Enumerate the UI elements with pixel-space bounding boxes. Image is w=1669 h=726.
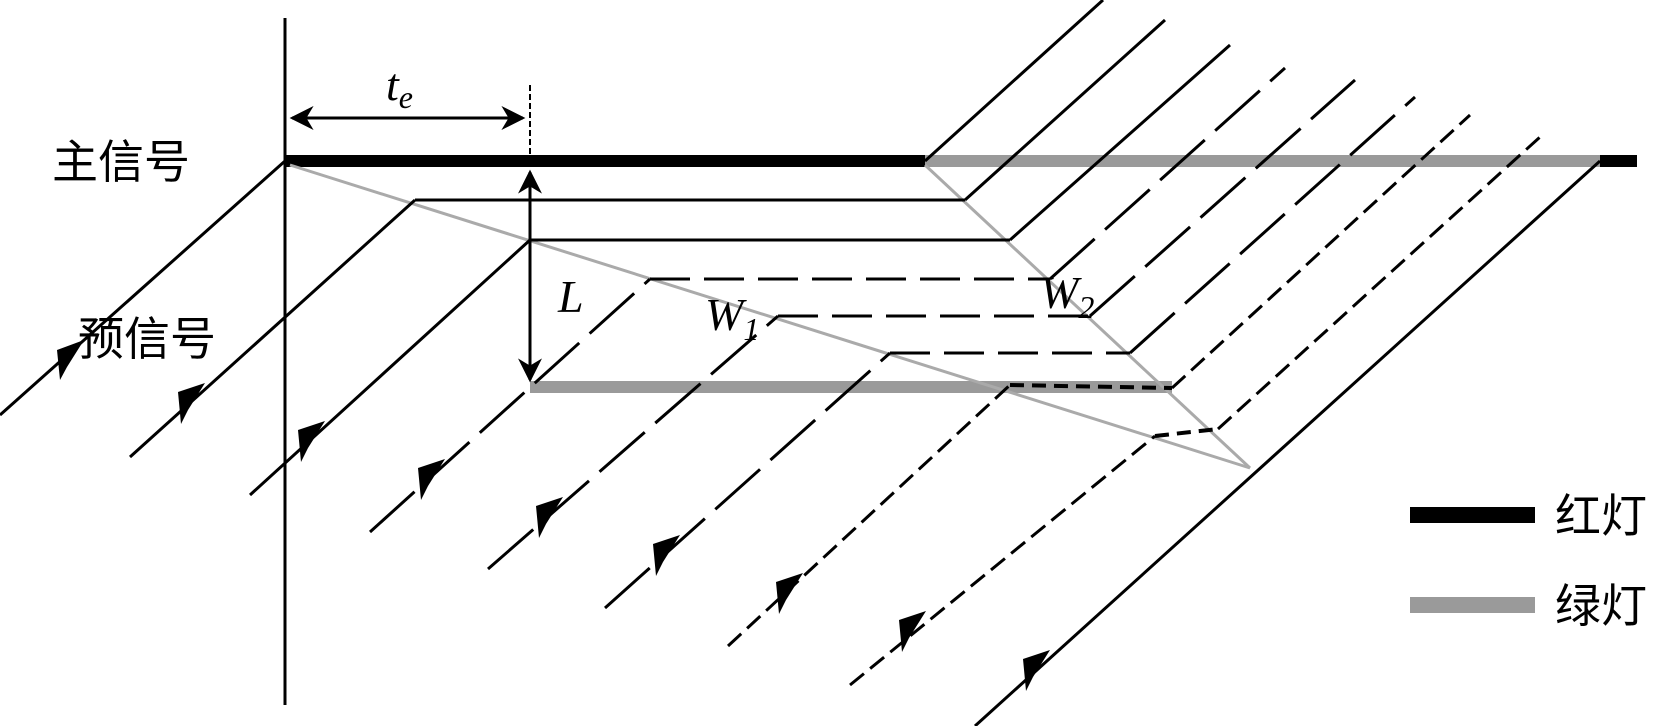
L-label: L	[557, 271, 584, 322]
trajectories	[0, 0, 1602, 726]
legend-green-label: 绿灯	[1555, 579, 1647, 633]
trajectory-5-depart	[1089, 78, 1356, 318]
trajectory-4-approach	[368, 277, 652, 534]
arrow-2	[178, 383, 205, 424]
arrow-8	[899, 611, 926, 652]
arrow-3	[298, 421, 325, 462]
arrow-9	[1023, 650, 1050, 691]
trajectory-arrows	[57, 340, 1050, 691]
queue-line-7	[1154, 427, 1219, 438]
trajectory-9	[973, 159, 1602, 726]
trajectory-6-approach	[603, 351, 892, 610]
trajectory-8-depart	[1216, 135, 1542, 431]
trajectory-4-depart	[1048, 66, 1287, 281]
arrow-7	[776, 573, 803, 614]
trajectory-6-depart	[1128, 95, 1417, 355]
pre-signal-label: 预信号	[78, 312, 216, 366]
arrow-6	[653, 535, 680, 576]
trajectory-8-approach	[849, 434, 1156, 687]
arrow-4	[418, 459, 445, 500]
queue-boundary-line	[289, 163, 1251, 470]
trajectory-1-approach	[0, 159, 286, 417]
trajectory-7-approach	[726, 383, 1012, 648]
trajectory-7-depart	[1170, 113, 1472, 390]
trajectory-3-depart	[1009, 43, 1231, 242]
arrow-5	[536, 497, 563, 538]
W2-label: W2	[1040, 267, 1094, 325]
trajectory-3-approach	[248, 238, 532, 497]
legend: 红灯 绿灯	[1410, 489, 1647, 633]
te-label: te	[386, 59, 413, 115]
legend-red-label: 红灯	[1555, 489, 1647, 543]
trajectory-2-approach	[128, 198, 417, 459]
trajectory-5-approach	[487, 314, 779, 571]
trajectory-2-depart	[963, 18, 1167, 202]
main-signal-label: 主信号	[52, 135, 190, 189]
arrow-1	[57, 340, 84, 380]
W1-label: W1	[705, 289, 759, 347]
queue-line-6	[1009, 383, 1173, 390]
trajectory-1-depart	[923, 0, 1105, 163]
